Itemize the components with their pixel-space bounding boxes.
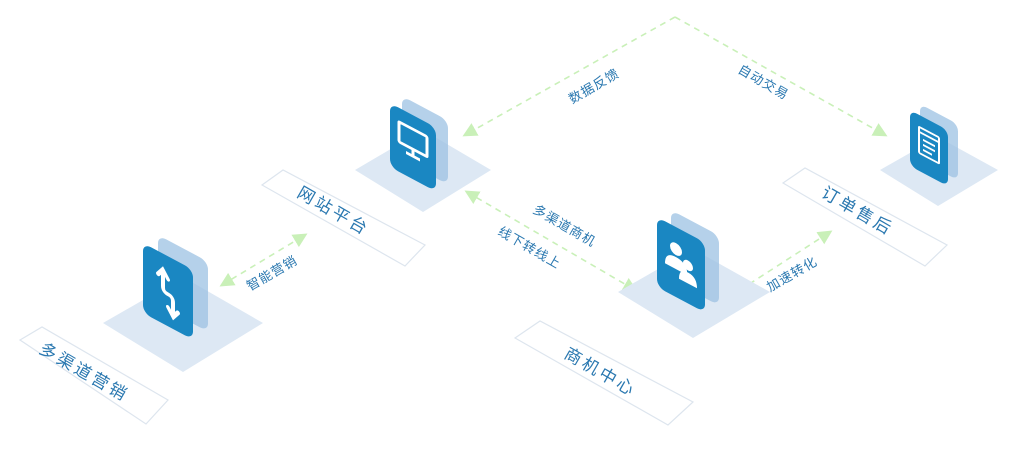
edge-website-opportunity (464, 190, 638, 292)
edge-label-auto-trade: 自动交易 (735, 62, 792, 104)
edge-accelerate (739, 230, 833, 291)
swap-arrows-icon (156, 266, 180, 321)
node-marketing[interactable] (103, 235, 263, 372)
edge-label-multichannel: 多渠道商机 (530, 202, 599, 251)
users-icon (665, 242, 697, 289)
node-label-opportunity: 商机中心 (513, 320, 695, 426)
node-website[interactable] (355, 96, 491, 212)
edge-data-feedback (462, 16, 676, 137)
edge-label-smart-marketing: 智能营销 (245, 253, 301, 294)
edge-smart-marketing (219, 233, 308, 287)
node-order[interactable] (880, 104, 998, 206)
edge-label-accelerate: 加速转化 (765, 254, 821, 295)
edge-auto-trade (674, 16, 888, 137)
monitor-icon (397, 120, 429, 162)
edge-label-offline-online: 线下转线上 (495, 224, 563, 272)
node-opportunity[interactable] (618, 210, 770, 338)
document-window-icon (918, 126, 940, 165)
